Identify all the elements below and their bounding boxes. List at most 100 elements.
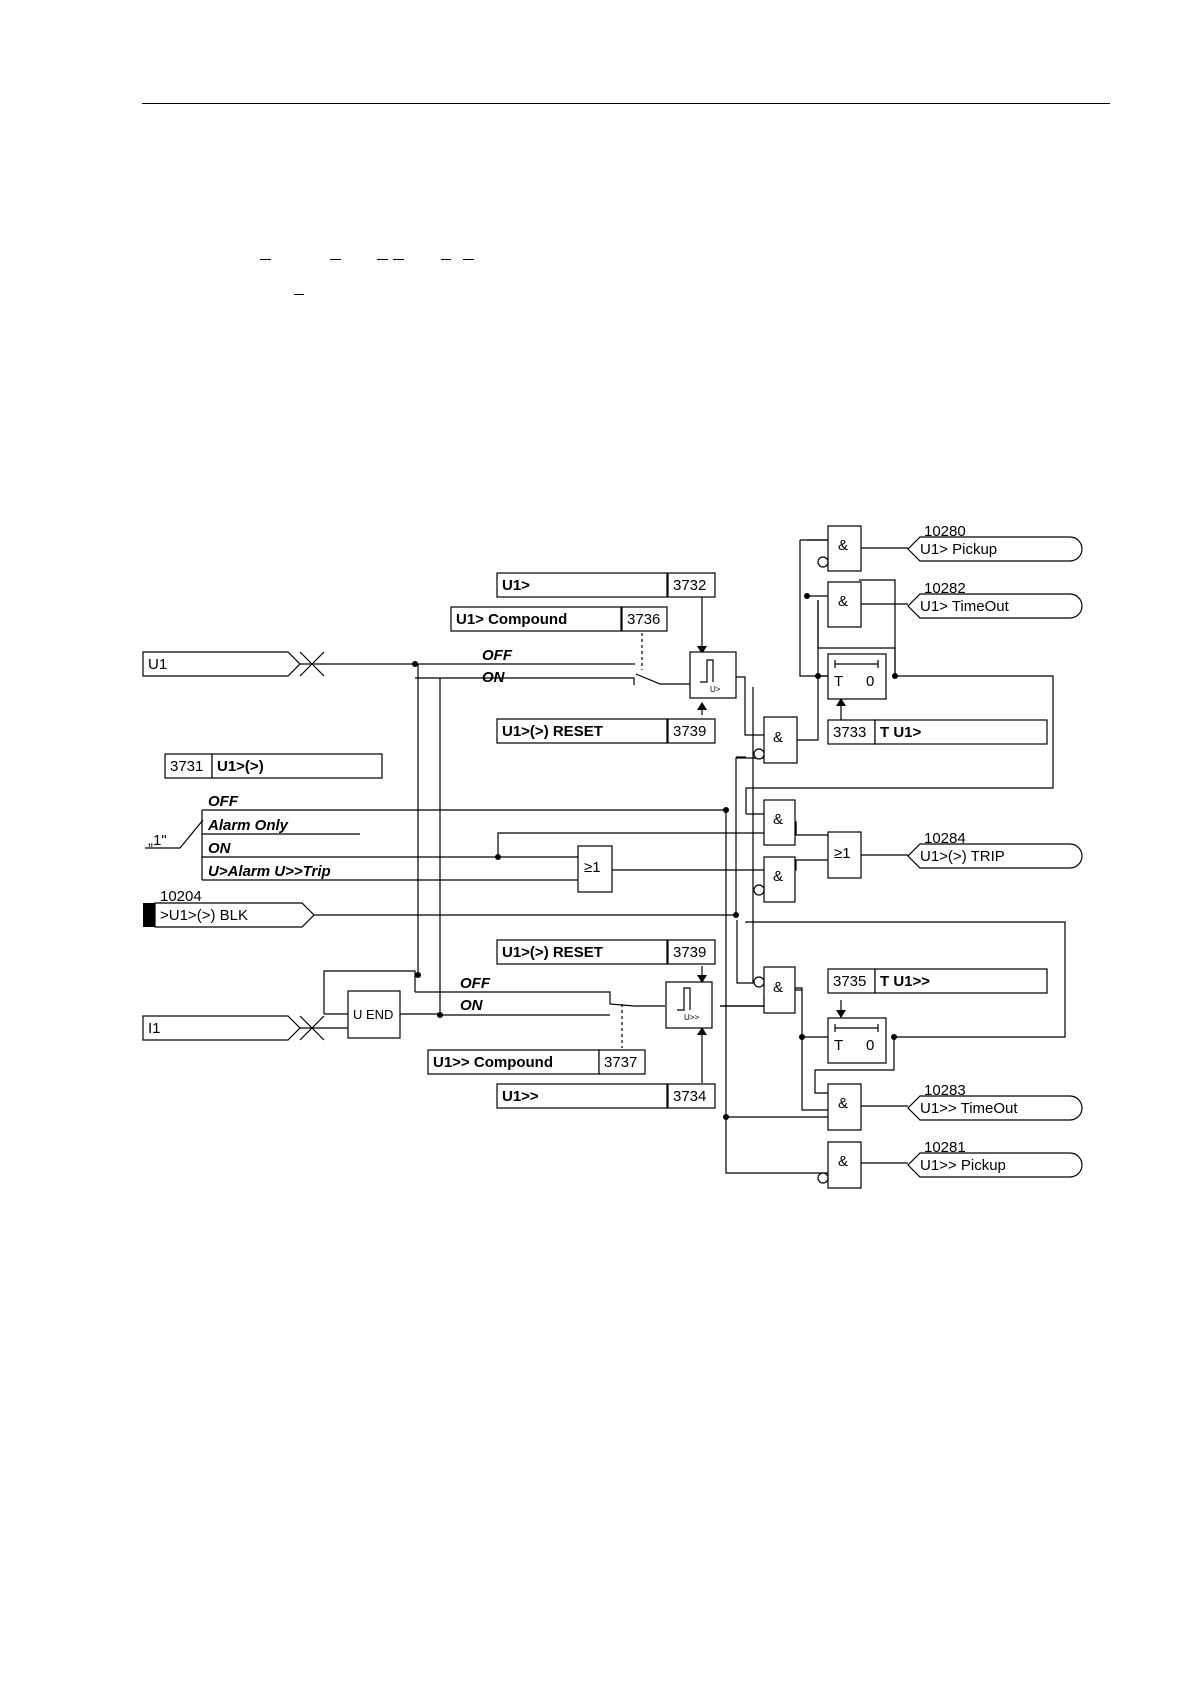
input-i1: I1: [142, 1015, 301, 1041]
svg-text:T: T: [834, 1037, 843, 1054]
svg-text:10282: 10282: [924, 580, 966, 597]
param-u1-compound: U1> Compound 3736: [450, 606, 668, 632]
svg-text:3732: 3732: [673, 577, 706, 594]
svg-text:ON: ON: [482, 669, 506, 686]
svg-text:U1>: U1>: [502, 577, 530, 594]
threshold-u1: U>: [689, 651, 737, 699]
svg-text:0: 0: [866, 673, 874, 690]
svg-text:ON: ON: [208, 840, 232, 857]
svg-text:0: 0: [866, 1037, 874, 1054]
switch-2-labels: OFF ON: [460, 975, 491, 1014]
text-fragment-line: [260, 259, 271, 260]
svg-text:U1>> TimeOut: U1>> TimeOut: [920, 1100, 1018, 1117]
text-fragment-line: [463, 259, 474, 260]
svg-text:3733: 3733: [833, 724, 866, 741]
svg-text:>U1>(>) BLK: >U1>(>) BLK: [160, 907, 248, 924]
or-gate-mode: ≥1: [577, 845, 613, 893]
svg-text:U1> Pickup: U1> Pickup: [920, 541, 997, 558]
output-trip: 10284 U1>(>) TRIP: [907, 830, 1083, 869]
text-fragment-line: [441, 259, 451, 260]
text-fragment-line: [330, 259, 341, 260]
param-u2-compound: U1>> Compound 3737: [427, 1049, 646, 1075]
svg-text:≥1: ≥1: [584, 859, 601, 876]
u-end-block: U END: [347, 990, 401, 1039]
output-u2-timeout: 10283 U1>> TimeOut: [907, 1082, 1083, 1121]
svg-text:T: T: [834, 673, 843, 690]
svg-text:U1>(>): U1>(>): [217, 758, 264, 775]
svg-text:U>Alarm U>>Trip: U>Alarm U>>Trip: [208, 863, 331, 880]
svg-text:3731: 3731: [170, 758, 203, 775]
svg-text:U1>> Compound: U1>> Compound: [433, 1054, 553, 1071]
svg-text:„1": „1": [148, 832, 167, 849]
svg-text:&: &: [838, 1095, 848, 1112]
svg-text:3739: 3739: [673, 723, 706, 740]
and-gate-pickup: &: [817, 525, 862, 572]
and-gate-trip: &: [753, 856, 796, 903]
timer-u1: T 0: [827, 653, 887, 700]
switch-1-labels: OFF ON: [482, 647, 513, 686]
threshold-u2: U>>: [665, 981, 713, 1029]
or-gate-trip: ≥1: [827, 831, 862, 879]
svg-text:3736: 3736: [627, 611, 660, 628]
svg-text:&: &: [838, 593, 848, 610]
svg-text:OFF: OFF: [208, 793, 239, 810]
svg-text:I1: I1: [148, 1020, 161, 1037]
svg-text:&: &: [773, 729, 783, 746]
svg-text:3737: 3737: [604, 1054, 637, 1071]
output-u2-pickup: 10281 U1>> Pickup: [907, 1139, 1083, 1178]
output-u1-pickup: 10280 U1> Pickup: [907, 523, 1083, 562]
param-reset-1: U1>(>) RESET 3739: [496, 718, 716, 744]
svg-text:T U1>: T U1>: [880, 724, 922, 741]
param-t-u2: 3735 T U1>>: [827, 968, 1048, 994]
and-gate-timeout: &: [827, 581, 862, 628]
svg-text:U1>>: U1>>: [502, 1088, 539, 1105]
svg-text:10284: 10284: [924, 830, 966, 847]
and-gate-u2: &: [753, 966, 796, 1014]
svg-text:U1>(>) RESET: U1>(>) RESET: [502, 944, 603, 961]
text-fragment-line: [294, 294, 304, 295]
svg-text:&: &: [773, 811, 783, 828]
svg-text:10283: 10283: [924, 1082, 966, 1099]
svg-text:≥1: ≥1: [834, 845, 851, 862]
param-t-u1: 3733 T U1>: [827, 719, 1048, 745]
input-blk: 10204 >U1>(>) BLK: [143, 888, 315, 928]
svg-text:&: &: [773, 979, 783, 996]
svg-text:U1>(>) TRIP: U1>(>) TRIP: [920, 848, 1005, 865]
svg-text:3734: 3734: [673, 1088, 706, 1105]
param-mode: 3731 U1>(>): [164, 753, 383, 779]
svg-text:&: &: [838, 1153, 848, 1170]
svg-text:10281: 10281: [924, 1139, 966, 1156]
svg-text:U>: U>: [710, 685, 721, 694]
param-u2: U1>> 3734: [496, 1083, 716, 1109]
mode-labels: „1" OFF Alarm Only ON U>Alarm U>>Trip: [148, 793, 331, 880]
svg-text:OFF: OFF: [460, 975, 491, 992]
svg-text:U1>(>) RESET: U1>(>) RESET: [502, 723, 603, 740]
svg-text:U1> TimeOut: U1> TimeOut: [920, 598, 1010, 615]
wires: [145, 539, 1066, 1174]
and-gate-reset: &: [753, 716, 798, 764]
svg-text:U1> Compound: U1> Compound: [456, 611, 567, 628]
svg-text:3739: 3739: [673, 944, 706, 961]
svg-text:&: &: [773, 868, 783, 885]
input-u1: U1: [142, 651, 301, 677]
header-rule: [142, 103, 1110, 104]
svg-text:Alarm Only: Alarm Only: [207, 817, 289, 834]
svg-text:U1>> Pickup: U1>> Pickup: [920, 1157, 1006, 1174]
and-gate-u2-timeout: &: [827, 1083, 862, 1131]
svg-text:&: &: [838, 537, 848, 554]
and-gate-u2-pickup: &: [817, 1141, 862, 1189]
param-u1: U1> 3732: [496, 572, 716, 598]
svg-text:10280: 10280: [924, 523, 966, 540]
svg-text:ON: ON: [460, 997, 484, 1014]
text-fragment-line: [393, 259, 404, 260]
timer-u2: T 0: [827, 1017, 887, 1064]
svg-text:U>>: U>>: [684, 1013, 699, 1022]
svg-text:3735: 3735: [833, 973, 866, 990]
and-gate-alarm: &: [763, 799, 796, 846]
svg-text:U1: U1: [148, 656, 167, 673]
output-u1-timeout: 10282 U1> TimeOut: [907, 580, 1083, 619]
svg-text:T U1>>: T U1>>: [880, 973, 930, 990]
svg-text:OFF: OFF: [482, 647, 513, 664]
junction-dots: [412, 593, 898, 1120]
